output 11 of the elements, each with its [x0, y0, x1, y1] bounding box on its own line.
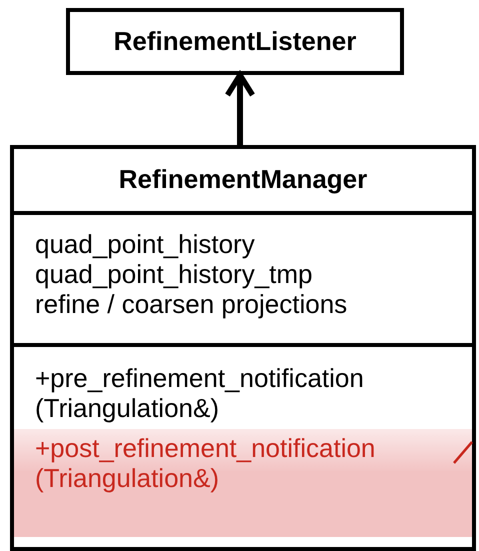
attribute-text: quad_point_history	[35, 229, 256, 259]
class-box	[66, 8, 404, 75]
class-box	[10, 145, 476, 551]
leader-line	[453, 441, 473, 464]
class-name: RefinementListener	[112, 25, 358, 58]
attribute-text: quad_point_history_tmp	[35, 259, 314, 289]
arrow	[224, 72, 256, 145]
highlighted-method-text: +post_refinement_notification (Triangulation&)	[14, 429, 472, 537]
attribute-text: refine / coarsen projections	[35, 289, 348, 319]
class-name: RefinementManager	[118, 164, 368, 194]
method-text: +pre_refinement_notification (Triangulation&)	[34, 362, 365, 425]
